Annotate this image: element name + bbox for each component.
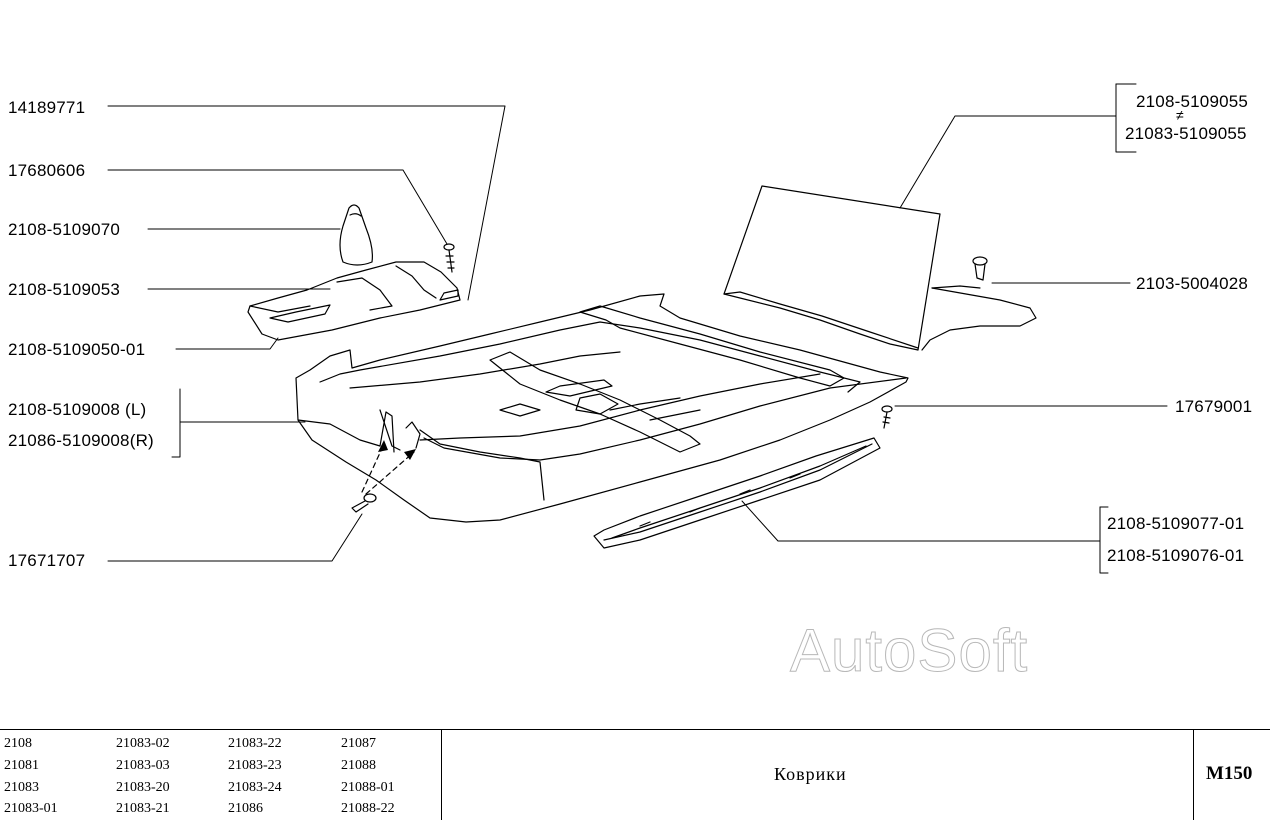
model-code: 21083-01	[4, 801, 58, 816]
screw-drawing-2103-5004028	[972, 256, 988, 281]
gear-boot-drawing	[339, 204, 373, 266]
diagram-title: Коврики	[774, 764, 847, 784]
model-code: 21086	[228, 801, 263, 816]
sill-trim-drawing	[593, 437, 881, 549]
label-21083-5109055: 21083-5109055	[1125, 124, 1247, 143]
model-code: 21083-23	[228, 758, 282, 773]
label-2108-5109077-01: 2108-5109077-01	[1107, 514, 1245, 533]
label-2103-5004028: 2103-5004028	[1136, 274, 1249, 293]
label-17679001: 17679001	[1175, 397, 1253, 416]
watermark: AutoSoft	[789, 617, 1029, 685]
label-17671707: 17671707	[8, 551, 86, 570]
model-code: 21081	[4, 758, 39, 773]
rear-mat-drawing	[723, 185, 1037, 351]
model-code: 21083-22	[228, 736, 282, 751]
label-2108-5109076-01: 2108-5109076-01	[1107, 546, 1245, 565]
assembly-arrows	[361, 443, 415, 495]
model-code: 21088	[341, 758, 376, 773]
tunnel-mat-drawing	[247, 261, 461, 341]
diagram-code: М150	[1206, 763, 1253, 784]
title-cell: Коврики	[442, 730, 1194, 820]
model-code: 21083-02	[116, 736, 170, 751]
model-code: 21088-01	[341, 780, 395, 795]
title-block: 2108 21081 21083 21083-01 21083-02 21083…	[0, 729, 1270, 820]
label-2108-5109053: 2108-5109053	[8, 280, 121, 299]
model-list: 2108 21081 21083 21083-01 21083-02 21083…	[0, 730, 442, 820]
parts-diagram	[107, 83, 1168, 574]
clip-drawing-17671707	[351, 493, 377, 513]
model-code: 21083-20	[116, 780, 170, 795]
screw-drawing-17679001	[881, 405, 893, 429]
label-14189771: 14189771	[8, 98, 86, 117]
arrow-heads	[378, 440, 416, 460]
label-21086-5109008-r: 21086-5109008(R)	[8, 431, 154, 450]
model-code: 21083-21	[116, 801, 170, 816]
model-code: 21087	[341, 736, 376, 751]
label-17680606: 17680606	[8, 161, 86, 180]
model-code: 2108	[4, 736, 32, 751]
label-2108-5109050-01: 2108-5109050-01	[8, 340, 146, 359]
not-equal-sign: ≠	[1176, 107, 1184, 123]
leader-lines	[107, 83, 1168, 574]
label-2108-5109055: 2108-5109055	[1136, 92, 1249, 111]
model-code: 21083-03	[116, 758, 170, 773]
model-code: 21083-24	[228, 780, 282, 795]
floor-mat-drawing	[295, 293, 909, 523]
label-2108-5109070: 2108-5109070	[8, 220, 121, 239]
screw-drawing-17680606	[443, 243, 455, 273]
model-code: 21083	[4, 780, 39, 795]
model-code: 21088-22	[341, 801, 395, 816]
label-2108-5109008-l: 2108-5109008 (L)	[8, 400, 147, 419]
